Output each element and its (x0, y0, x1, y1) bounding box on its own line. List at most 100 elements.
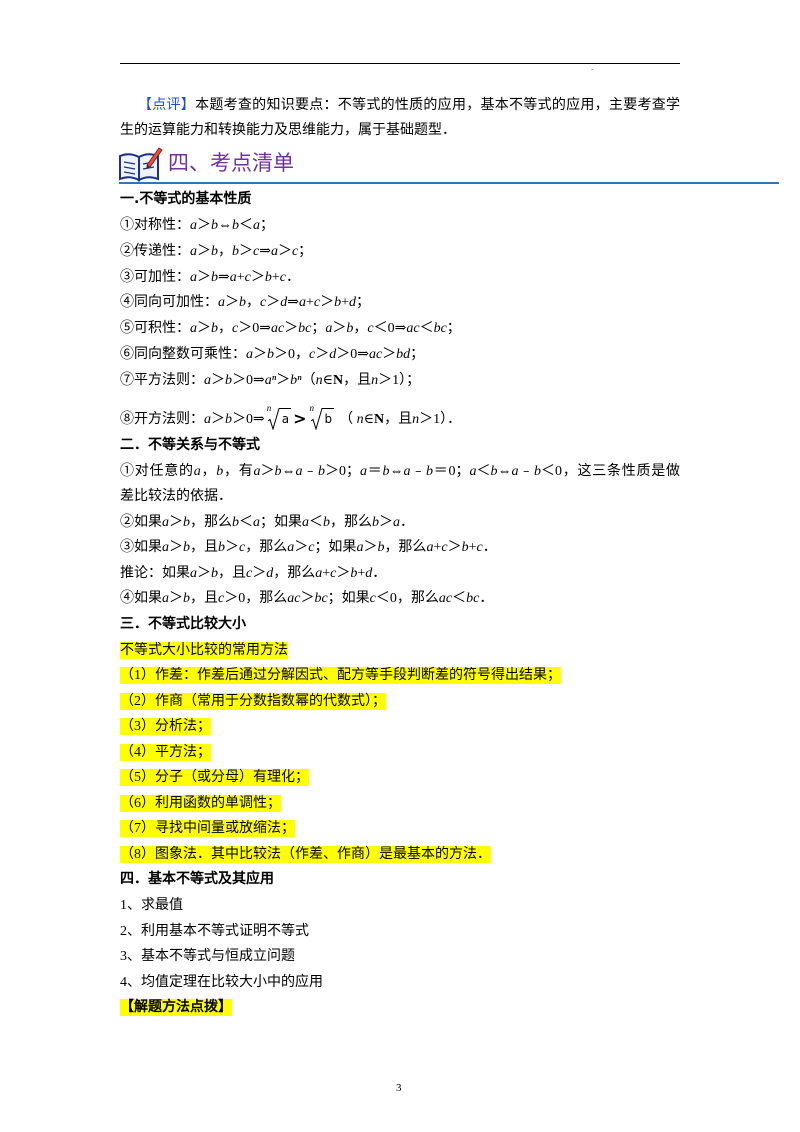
comment-paragraph: 【点评】本题考查的知识要点：不等式的性质的应用，基本不等式的应用，主要考查学 生… (120, 93, 680, 143)
math-variable: b (183, 514, 190, 530)
math-variable: c (308, 540, 315, 556)
math-variable: a (356, 540, 364, 556)
math-variable: ac (438, 591, 453, 607)
book-pencil-icon (119, 147, 163, 182)
math-variable: b (218, 540, 225, 556)
basic-properties-section: 一.不等式的基本性质 ①对称性：a＞b⇔b＜a； ②传递性：a＞b，b＞c⇒a＞… (120, 187, 680, 394)
natural-numbers-symbol: N (332, 372, 344, 388)
math-variable: a (190, 321, 197, 337)
math-variable: b (211, 217, 218, 233)
header-rule (120, 63, 680, 64)
comment-line-2: 生的运算能力和转换能力及思维能力，属于基础题型． (120, 123, 456, 138)
math-variable: bc (466, 591, 480, 607)
math-variable: bd (396, 347, 411, 363)
application-item: 4、均值定理在比较大小中的应用 (120, 974, 323, 990)
natural-numbers-symbol: N (374, 412, 385, 427)
math-variable: a (204, 412, 211, 427)
math-variable: b (318, 463, 325, 479)
math-variable: b (346, 321, 354, 337)
math-variable: a (162, 540, 169, 556)
math-variable: a (190, 243, 197, 259)
math-variable: a (298, 295, 306, 311)
radical-sign-icon (310, 408, 323, 430)
method-item: （5）分子（或分母）有理化； (120, 769, 309, 787)
math-variable: ac (368, 347, 383, 363)
math-variable: a (426, 540, 434, 556)
math-variable: c (246, 565, 253, 581)
math-variable: b (490, 463, 498, 479)
math-variable: n (315, 372, 323, 388)
root-index: n (309, 403, 315, 413)
math-variable: n (356, 412, 364, 427)
comment-text: 本题考查的知识要点：不等式的性质的应用，基本不等式的应用，主要考查学 (195, 98, 681, 113)
content-flow: 二．不等关系与不等式 ①对任意的a，b，有a＞b⇔a﹣b＞0；a＝b⇔a﹣b＝0… (120, 433, 680, 1021)
heading-basic-properties: 一.不等式的基本性质 (120, 191, 252, 207)
math-variable: aⁿ (264, 372, 277, 388)
math-variable: a (403, 463, 411, 479)
nth-root-right: n b (309, 403, 335, 430)
relation-line: ②如果a＞b，那么b＜a；如果a＜b，那么b＞a． (120, 514, 414, 530)
math-variable: b (274, 463, 282, 479)
application-item: 3、基本不等式与恒成立问题 (120, 949, 295, 965)
relation-line: ③如果a＞b，且b＞c，那么a＞c；如果a＞b，那么a+c＞b+c． (120, 540, 497, 556)
relation-line: ④如果a＞b，且c＞0，那么ac＞bc；如果c＜0，那么ac＜bc． (120, 591, 494, 607)
math-variable: a (218, 295, 225, 311)
math-variable: c (313, 295, 321, 311)
method-line: （2）作商（常用于分数指数幂的代数式）； (120, 689, 680, 715)
math-variable: bc (298, 321, 312, 337)
math-variable: a (295, 463, 303, 479)
math-variable: d (266, 565, 274, 581)
method-line: （8）图象法．其中比较法（作差、作商）是最基本的方法． (120, 842, 680, 868)
math-variable: b (211, 565, 218, 581)
method-line: （7）寻找中间量或放缩法； (120, 816, 680, 842)
math-variable: a (246, 347, 253, 363)
method-line: （6）利用函数的单调性； (120, 791, 680, 817)
relation-line: 推论：如果a＞b，且c＞d，那么a+c＞b+d． (120, 565, 387, 581)
math-variable: b (216, 463, 224, 479)
math-variable: a (315, 565, 323, 581)
page-number: 3 (396, 1082, 402, 1094)
math-variable: c (369, 591, 376, 607)
math-variable: bc (433, 321, 447, 337)
method-item: （4）平方法； (120, 743, 211, 761)
radical-sign-icon (267, 408, 280, 430)
math-variable: c (476, 540, 483, 556)
radicand-left: a (279, 408, 292, 428)
math-variable: b (232, 217, 239, 233)
math-variable: c (244, 269, 251, 285)
math-variable: b (377, 540, 385, 556)
property-multiplication: ⑤可积性：a＞b，c＞0⇒ac＞bc；a＞b，c＜0⇒ac＜bc； (120, 321, 461, 337)
math-variable: ac (406, 321, 420, 337)
method-item: （8）图象法．其中比较法（作差、作商）是最基本的方法． (120, 845, 491, 863)
method-line: （3）分析法； (120, 714, 680, 740)
math-variable: bⁿ (290, 372, 302, 388)
math-variable: a (190, 269, 197, 285)
method-item: （6）利用函数的单调性； (120, 794, 281, 812)
math-variable: a (229, 269, 237, 285)
comment-label: 【点评】 (138, 98, 196, 113)
math-variable: b (232, 243, 239, 259)
math-variable: b (211, 243, 218, 259)
math-variable: b (372, 514, 379, 530)
math-variable: c (253, 243, 260, 259)
math-variable: c (367, 321, 374, 337)
property-root-rule: ⑧开方法则：a＞b＞0⇒ n a > n b （ n∈N，且n＞1）． (120, 403, 461, 433)
math-variable: a (253, 463, 261, 479)
math-variable: c (441, 540, 448, 556)
application-item: 1、求最值 (120, 898, 183, 914)
property-same-direction-multiplication: ⑥同向整数可乘性：a＞b＞0，c＞d＞0⇒ac＞bd； (120, 347, 425, 363)
root-relation: > (293, 408, 307, 428)
math-variable: d (329, 347, 337, 363)
math-variable: d (348, 295, 356, 311)
method-item: （1）作差：作差后通过分解因式、配方等手段判断差的符号得出结果； (120, 667, 561, 685)
math-variable: b (225, 372, 232, 388)
math-variable: ac (287, 591, 301, 607)
math-variable: c (330, 565, 337, 581)
math-variable: a (162, 514, 169, 530)
method-item: （3）分析法； (120, 718, 211, 736)
math-variable: n (371, 372, 379, 388)
property-transitivity: ②传递性：a＞b，b＞c⇒a＞c； (120, 243, 313, 259)
math-variable: c (232, 321, 239, 337)
math-variable: ac (270, 321, 285, 337)
